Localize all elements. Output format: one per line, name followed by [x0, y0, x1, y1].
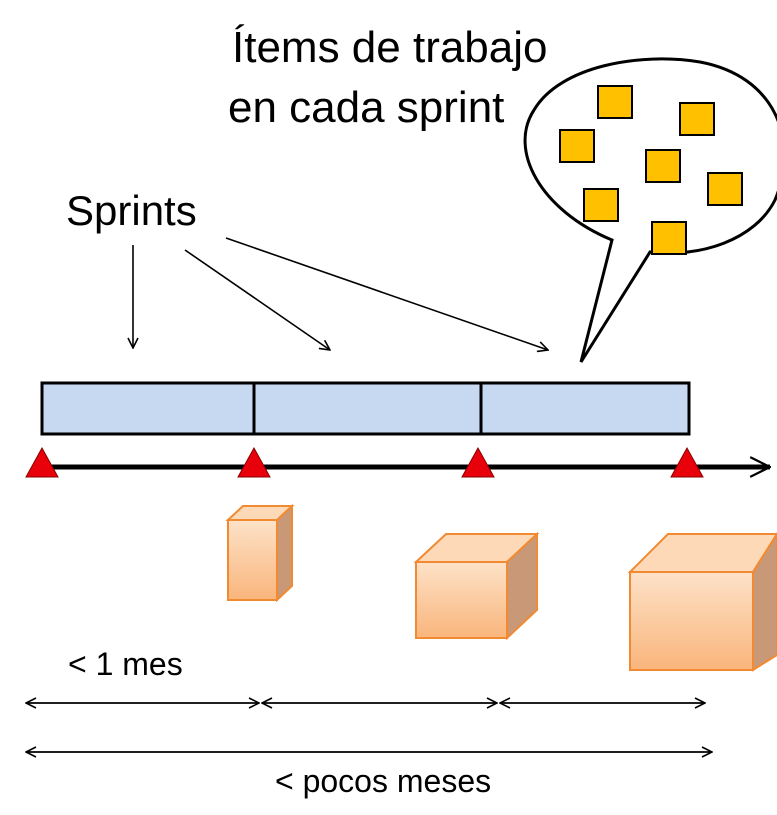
sprint-bar-3 [479, 381, 691, 436]
increment-medium [413, 531, 540, 641]
sprint-bar-2 [252, 381, 483, 436]
work-item-2 [679, 102, 715, 136]
sprints-label: Sprints [66, 187, 197, 234]
sprint-bars [40, 381, 691, 436]
sprint-duration-label: < 1 mes [68, 646, 183, 682]
work-item-7 [651, 221, 687, 255]
work-items-bubble [523, 57, 777, 363]
release-duration-label: < pocos meses [275, 763, 492, 799]
bubble-title-line-1: Ítems de trabajo [232, 23, 548, 72]
increment-large [627, 532, 777, 672]
work-item-5 [707, 172, 743, 206]
work-item-3 [559, 129, 595, 163]
sprint-pointer-arrows [133, 237, 548, 350]
work-item-4 [645, 149, 681, 183]
milestone-2 [461, 446, 495, 478]
sprint-pointer-arrow-3 [225, 237, 548, 350]
speech-bubble [523, 57, 777, 363]
sprint-bar-1 [40, 381, 256, 436]
bubble-title-line-2: en cada sprint [228, 83, 505, 132]
work-item-1 [597, 85, 633, 119]
milestone-0 [25, 446, 59, 478]
increment-small [225, 503, 295, 603]
milestones [25, 446, 704, 478]
work-items [559, 85, 743, 255]
sprint-pointer-arrow-2 [184, 249, 330, 350]
work-item-6 [583, 188, 619, 222]
increments [225, 503, 777, 672]
milestone-1 [237, 446, 271, 478]
milestone-3 [670, 446, 704, 478]
